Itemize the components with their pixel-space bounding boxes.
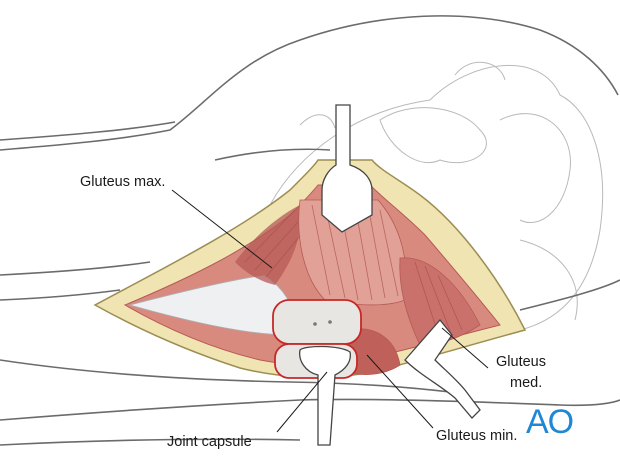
wound-muscles	[123, 184, 501, 375]
retractor-right	[404, 318, 481, 419]
label-gluteus-min: Gluteus min.	[436, 428, 517, 444]
leader-lines	[171, 189, 489, 433]
label-gluteus-med-line1: Gluteus	[496, 354, 546, 370]
label-gluteus-max: Gluteus max.	[80, 174, 165, 190]
body-outline	[0, 15, 620, 446]
retractor-bottom	[299, 345, 351, 446]
label-gluteus-med-line2: med.	[510, 375, 542, 391]
ao-logo: AO	[526, 403, 573, 441]
retractor-top	[321, 104, 373, 233]
label-joint-capsule: Joint capsule	[167, 434, 252, 450]
